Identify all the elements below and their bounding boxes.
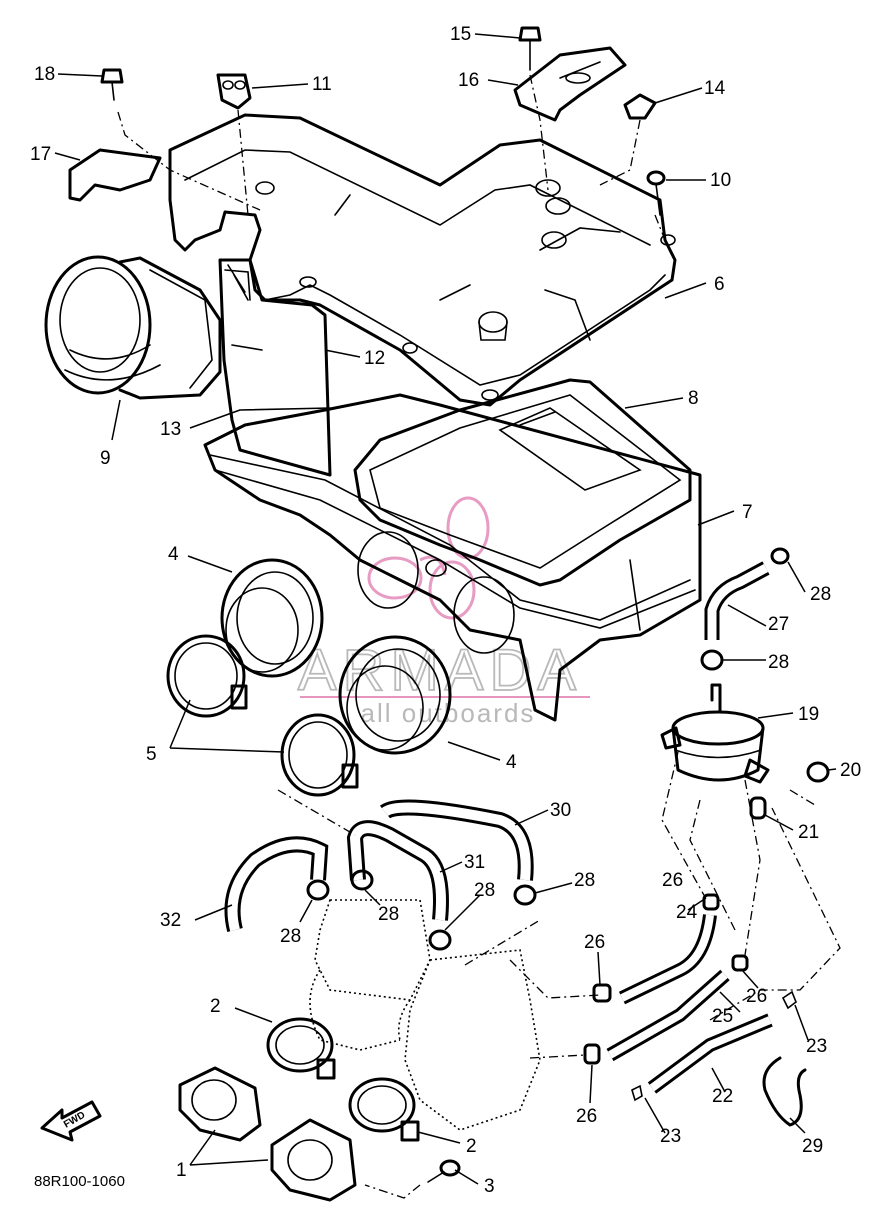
callout-23a: 23: [806, 1036, 827, 1057]
manifold-1a: [178, 1066, 262, 1142]
callout-28d: 28: [378, 904, 399, 925]
callout-21: 21: [798, 822, 819, 843]
clip-23-b: [631, 1084, 643, 1102]
callout-20: 20: [840, 760, 861, 781]
manifold-1b: [270, 1118, 357, 1202]
callout-27: 27: [768, 614, 789, 635]
fwd-label: FWD: [62, 1110, 87, 1131]
callout-31: 31: [464, 852, 485, 873]
callout-11: 11: [312, 74, 332, 95]
callout-24: 24: [676, 902, 698, 923]
callout-15: 15: [450, 24, 471, 45]
cap-28-c: [428, 929, 452, 951]
callout-26b: 26: [576, 1106, 597, 1127]
fuel-hose-25-inner: [608, 972, 728, 1059]
callout-5: 5: [146, 744, 157, 765]
callout-26c: 26: [662, 870, 683, 891]
hose-32: [224, 836, 329, 932]
callout-17: 17: [30, 144, 51, 165]
cover-bracket: [513, 46, 627, 122]
callout-10: 10: [710, 170, 731, 191]
callout-12: 12: [364, 348, 385, 369]
intake-joint-2b: [348, 1077, 420, 1142]
callout-28e: 28: [474, 880, 495, 901]
callout-14: 14: [704, 78, 726, 99]
intake-joint-2a: [266, 1017, 336, 1080]
clip-23-a: [781, 990, 797, 1010]
callout-2a: 2: [210, 996, 221, 1017]
cap-28-b: [350, 869, 374, 891]
callout-labels: 1 2 2 3 4 4 5 6 7 8 9 10 11 12 13 14 15 …: [30, 24, 861, 1197]
fwd-marker: FWD: [40, 1100, 102, 1142]
hose-clamp-2: [280, 713, 359, 797]
callout-2b: 2: [466, 1136, 477, 1157]
callout-26a: 26: [584, 932, 605, 953]
bracket-bolt: [518, 26, 542, 71]
clip-26-b: [583, 1043, 601, 1065]
pump-cap-20: [806, 761, 830, 783]
callout-29: 29: [802, 1136, 823, 1157]
callout-23b: 23: [660, 1126, 681, 1147]
callout-25: 25: [712, 1006, 733, 1027]
carburetor-joint-1: [220, 558, 324, 678]
drawing-code: 88R100-1060: [34, 1173, 125, 1190]
cover-screw: [646, 170, 666, 216]
air-box-cover: [168, 113, 677, 407]
callout-4b: 4: [506, 752, 517, 773]
breather-fastener: [216, 73, 252, 110]
hose-clamp-1: [166, 634, 248, 718]
side-bracket: [68, 148, 162, 202]
callout-7: 7: [742, 502, 753, 523]
callout-28f: 28: [574, 870, 595, 891]
callout-16: 16: [458, 70, 479, 91]
hose-32-inner: [227, 839, 326, 932]
carburetor-joint-2: [338, 635, 452, 755]
callout-28c: 28: [280, 926, 301, 947]
carburetor-outline: [309, 899, 541, 1131]
callout-32: 32: [160, 910, 181, 931]
cap-28-d: [513, 884, 537, 906]
manifold-bolt: [427, 1159, 461, 1183]
fuel-hose-24-inner: [620, 914, 714, 1002]
clip-26-d: [731, 954, 749, 972]
fuel-pump: [660, 683, 770, 784]
pump-collar-21: [749, 796, 767, 820]
leader-lines: [54, 33, 837, 1185]
callout-8: 8: [688, 388, 699, 409]
callout-26d: 26: [746, 986, 767, 1007]
hose-30-inner: [381, 802, 531, 881]
hose-27-inner: [707, 564, 769, 640]
cap-28-e: [700, 649, 724, 671]
clip-26-c: [702, 893, 720, 911]
cover-clip: [623, 93, 657, 120]
callout-3: 3: [484, 1176, 495, 1197]
air-box-inner-case: [353, 378, 692, 587]
assembly-lines: [117, 74, 841, 1199]
callout-18: 18: [34, 64, 55, 85]
watermark-logo: [367, 496, 490, 620]
fuel-hose-22-inner: [649, 1016, 772, 1092]
callout-13: 13: [160, 419, 181, 440]
callout-19: 19: [798, 704, 819, 725]
cap-28-a: [306, 879, 330, 901]
air-filter-element: [218, 258, 332, 477]
callout-30: 30: [550, 800, 571, 821]
hose-31-inner: [349, 823, 446, 921]
callout-28b: 28: [768, 652, 789, 673]
clip-26-a: [592, 983, 612, 1003]
callout-9: 9: [100, 448, 111, 469]
hose-holder-29: [762, 1056, 807, 1127]
callout-22: 22: [712, 1086, 733, 1107]
callout-1: 1: [176, 1160, 187, 1181]
intake-silencer: [44, 255, 222, 400]
callout-4a: 4: [168, 544, 179, 565]
callout-28a: 28: [810, 584, 831, 605]
cap-28-f: [770, 547, 790, 565]
bracket-bolt-left: [100, 68, 124, 101]
air-box-body: [203, 393, 702, 722]
callout-6: 6: [714, 274, 725, 295]
